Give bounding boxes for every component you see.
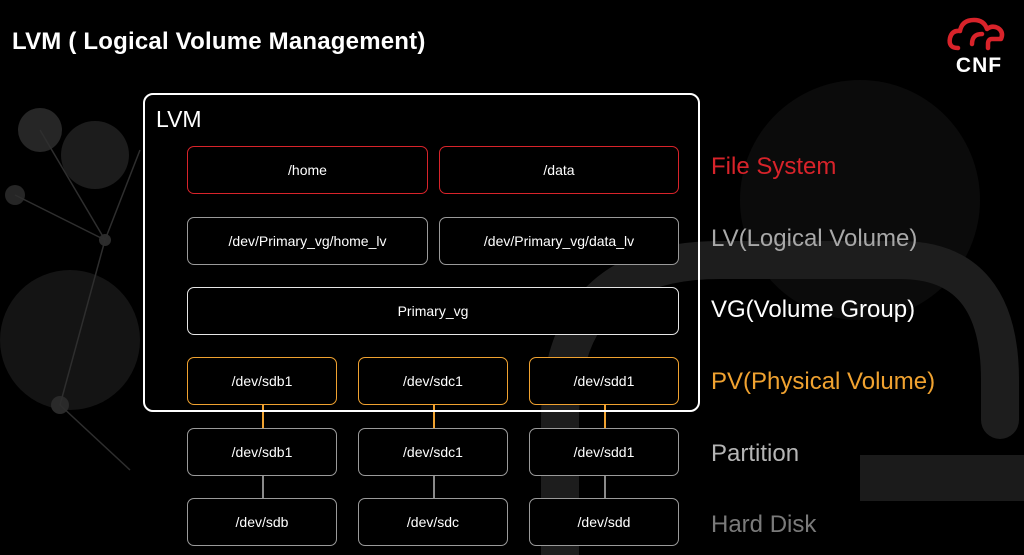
connector-sdd-partition-disk bbox=[604, 475, 606, 499]
connector-sdc1-pv-partition bbox=[433, 404, 435, 428]
logical-volume-data: /dev/Primary_vg/data_lv bbox=[439, 217, 679, 265]
connector-sdc-partition-disk bbox=[433, 475, 435, 499]
cnf-logo: CNF bbox=[944, 14, 1014, 80]
page-title: LVM ( Logical Volume Management) bbox=[12, 28, 426, 55]
partition-sdb1: /dev/sdb1 bbox=[187, 428, 337, 476]
physical-volume-sdb1: /dev/sdb1 bbox=[187, 357, 337, 405]
lvm-frame-label: LVM bbox=[156, 106, 202, 132]
hard-disk-sdc: /dev/sdc bbox=[358, 498, 508, 546]
hard-disk-sdd: /dev/sdd bbox=[529, 498, 679, 546]
logo-text: CNF bbox=[955, 54, 1003, 77]
partition-sdd1: /dev/sdd1 bbox=[529, 428, 679, 476]
connector-sdd1-pv-partition bbox=[604, 404, 606, 428]
layer-label-pv: PV(Physical Volume) bbox=[711, 368, 936, 395]
layer-label-partition: Partition bbox=[711, 440, 800, 467]
lvm-frame bbox=[143, 93, 700, 412]
volume-group: Primary_vg bbox=[187, 287, 679, 335]
partition-sdc1: /dev/sdc1 bbox=[358, 428, 508, 476]
file-system-home: /home bbox=[187, 146, 428, 194]
connector-sdb-partition-disk bbox=[262, 475, 264, 499]
layer-label-vg: VG(Volume Group) bbox=[711, 296, 916, 323]
connector-sdb1-pv-partition bbox=[262, 404, 264, 428]
file-system-data: /data bbox=[439, 146, 679, 194]
physical-volume-sdd1: /dev/sdd1 bbox=[529, 357, 679, 405]
logical-volume-home: /dev/Primary_vg/home_lv bbox=[187, 217, 428, 265]
physical-volume-sdc1: /dev/sdc1 bbox=[358, 357, 508, 405]
layer-label-hard-disk: Hard Disk bbox=[711, 511, 817, 538]
layer-label-file-system: File System bbox=[711, 153, 837, 180]
cloud-logo-icon bbox=[947, 17, 1005, 51]
hard-disk-sdb: /dev/sdb bbox=[187, 498, 337, 546]
layer-label-lv: LV(Logical Volume) bbox=[711, 225, 918, 252]
